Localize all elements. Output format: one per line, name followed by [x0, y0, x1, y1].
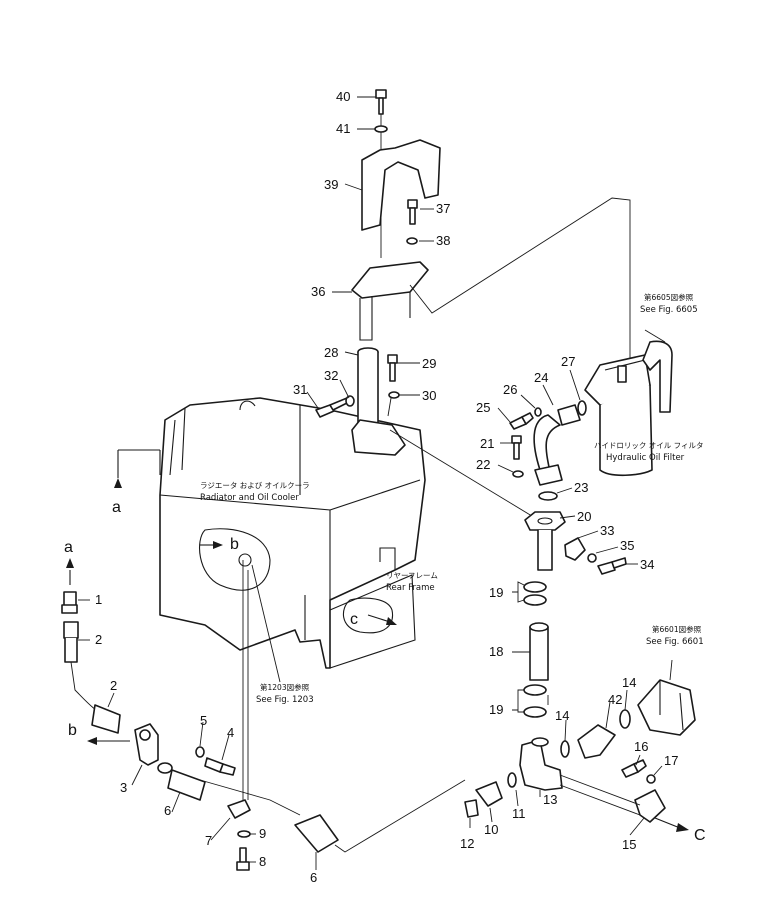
callout-21: 21 [480, 436, 494, 451]
callout-30: 30 [422, 388, 436, 403]
leader-lines [78, 96, 673, 870]
callout-19-lower: 19 [489, 702, 503, 717]
radiator-caption-en: Radiator and Oil Cooler [200, 493, 299, 503]
callout-5: 5 [200, 713, 207, 728]
callout-19: 19 [489, 585, 503, 600]
ref-6605-jp: 第6605図参照 [644, 292, 694, 302]
callout-11: 11 [512, 806, 526, 821]
callout-42: 42 [608, 692, 622, 707]
callout-38: 38 [436, 233, 450, 248]
ref-1203-jp: 第1203図参照 [260, 682, 310, 692]
flange-28-base [351, 419, 406, 456]
radiator-oil-cooler-assembly [159, 397, 426, 669]
arrowhead-c-right [676, 823, 689, 832]
connection-c-circle: c [350, 611, 358, 628]
callout-28: 28 [324, 345, 338, 360]
arrowhead-b-circle [213, 541, 223, 549]
callout-32: 32 [324, 368, 338, 383]
callout-31: 31 [293, 382, 307, 397]
arrowhead-a-lower [66, 558, 74, 568]
callout-24: 24 [534, 370, 548, 385]
connection-a-upper: a [112, 499, 121, 516]
callout-9: 9 [259, 826, 266, 841]
ref-1203-en: See Fig. 1203 [256, 695, 314, 705]
part-callouts: 1 2 2 3 4 5 6 6 7 8 9 10 11 12 13 14 14 … [95, 89, 678, 885]
lower-right-fittings [464, 679, 696, 823]
callout-37: 37 [436, 201, 450, 216]
arrowhead-c-circle [386, 617, 397, 625]
callout-4: 4 [227, 725, 234, 740]
callout-2: 2 [95, 632, 102, 647]
radiator-caption-jp: ラジエータ および オイルクーラ [200, 481, 310, 490]
cover-39 [361, 139, 441, 231]
callout-15: 15 [622, 837, 636, 852]
bracket-36 [351, 261, 429, 299]
callout-16: 16 [634, 739, 648, 754]
tube-28-group [315, 347, 556, 531]
callout-10: 10 [484, 822, 498, 837]
callout-29: 29 [422, 356, 436, 371]
callout-6-lower: 6 [310, 870, 317, 885]
center-hose-group [523, 511, 627, 718]
callout-25: 25 [476, 400, 490, 415]
callout-14: 14 [555, 708, 569, 723]
callout-12: 12 [460, 836, 474, 851]
callout-23: 23 [574, 480, 588, 495]
callout-34: 34 [640, 557, 654, 572]
bolt-40-shank [378, 97, 384, 115]
callout-8: 8 [259, 854, 266, 869]
ref-6601-jp: 第6601図参照 [652, 624, 702, 634]
callout-14-right: 14 [622, 675, 636, 690]
upper-bracket-group [351, 89, 631, 365]
connection-a-left: a [64, 539, 73, 556]
callout-40: 40 [336, 89, 350, 104]
callout-3: 3 [120, 780, 127, 795]
callout-20: 20 [577, 509, 591, 524]
callout-41: 41 [336, 121, 350, 136]
arrowhead-a-upper [114, 478, 122, 488]
callout-1: 1 [95, 592, 102, 607]
washer-41 [374, 125, 388, 133]
ref-6601-en: See Fig. 6601 [646, 637, 704, 647]
callout-2-lower: 2 [110, 678, 117, 693]
hyd-filter-caption-en: Hydraulic Oil Filter [606, 453, 685, 463]
callout-22: 22 [476, 457, 490, 472]
callout-18: 18 [489, 644, 503, 659]
callout-26: 26 [503, 382, 517, 397]
rear-frame-caption-jp: リヤーフレーム [386, 571, 438, 580]
ref-6605-en: See Fig. 6605 [640, 305, 698, 315]
rear-frame-caption-en: Rear Frame [386, 583, 435, 593]
hyd-filter-caption-jp: ハイドロリック オイル フィルタ [594, 441, 703, 450]
callout-6: 6 [164, 803, 171, 818]
callout-7: 7 [205, 833, 212, 848]
connection-b-left: b [68, 722, 77, 739]
callout-36: 36 [311, 284, 325, 299]
callout-39: 39 [324, 177, 338, 192]
callout-13: 13 [543, 792, 557, 807]
connection-letters: a a b b c C [64, 499, 706, 844]
callout-17: 17 [664, 753, 678, 768]
callout-27: 27 [561, 354, 575, 369]
callout-35: 35 [620, 538, 634, 553]
callout-33: 33 [600, 523, 614, 538]
left-pipe-group [61, 560, 466, 871]
bolt-40-head [375, 89, 387, 99]
hydraulic-oil-filter [509, 340, 673, 501]
arrowhead-b-left [87, 737, 97, 745]
captions: ラジエータ および オイルクーラ Radiator and Oil Cooler… [200, 292, 704, 705]
connection-c-right: C [694, 827, 706, 844]
connection-b-circle: b [230, 536, 239, 553]
